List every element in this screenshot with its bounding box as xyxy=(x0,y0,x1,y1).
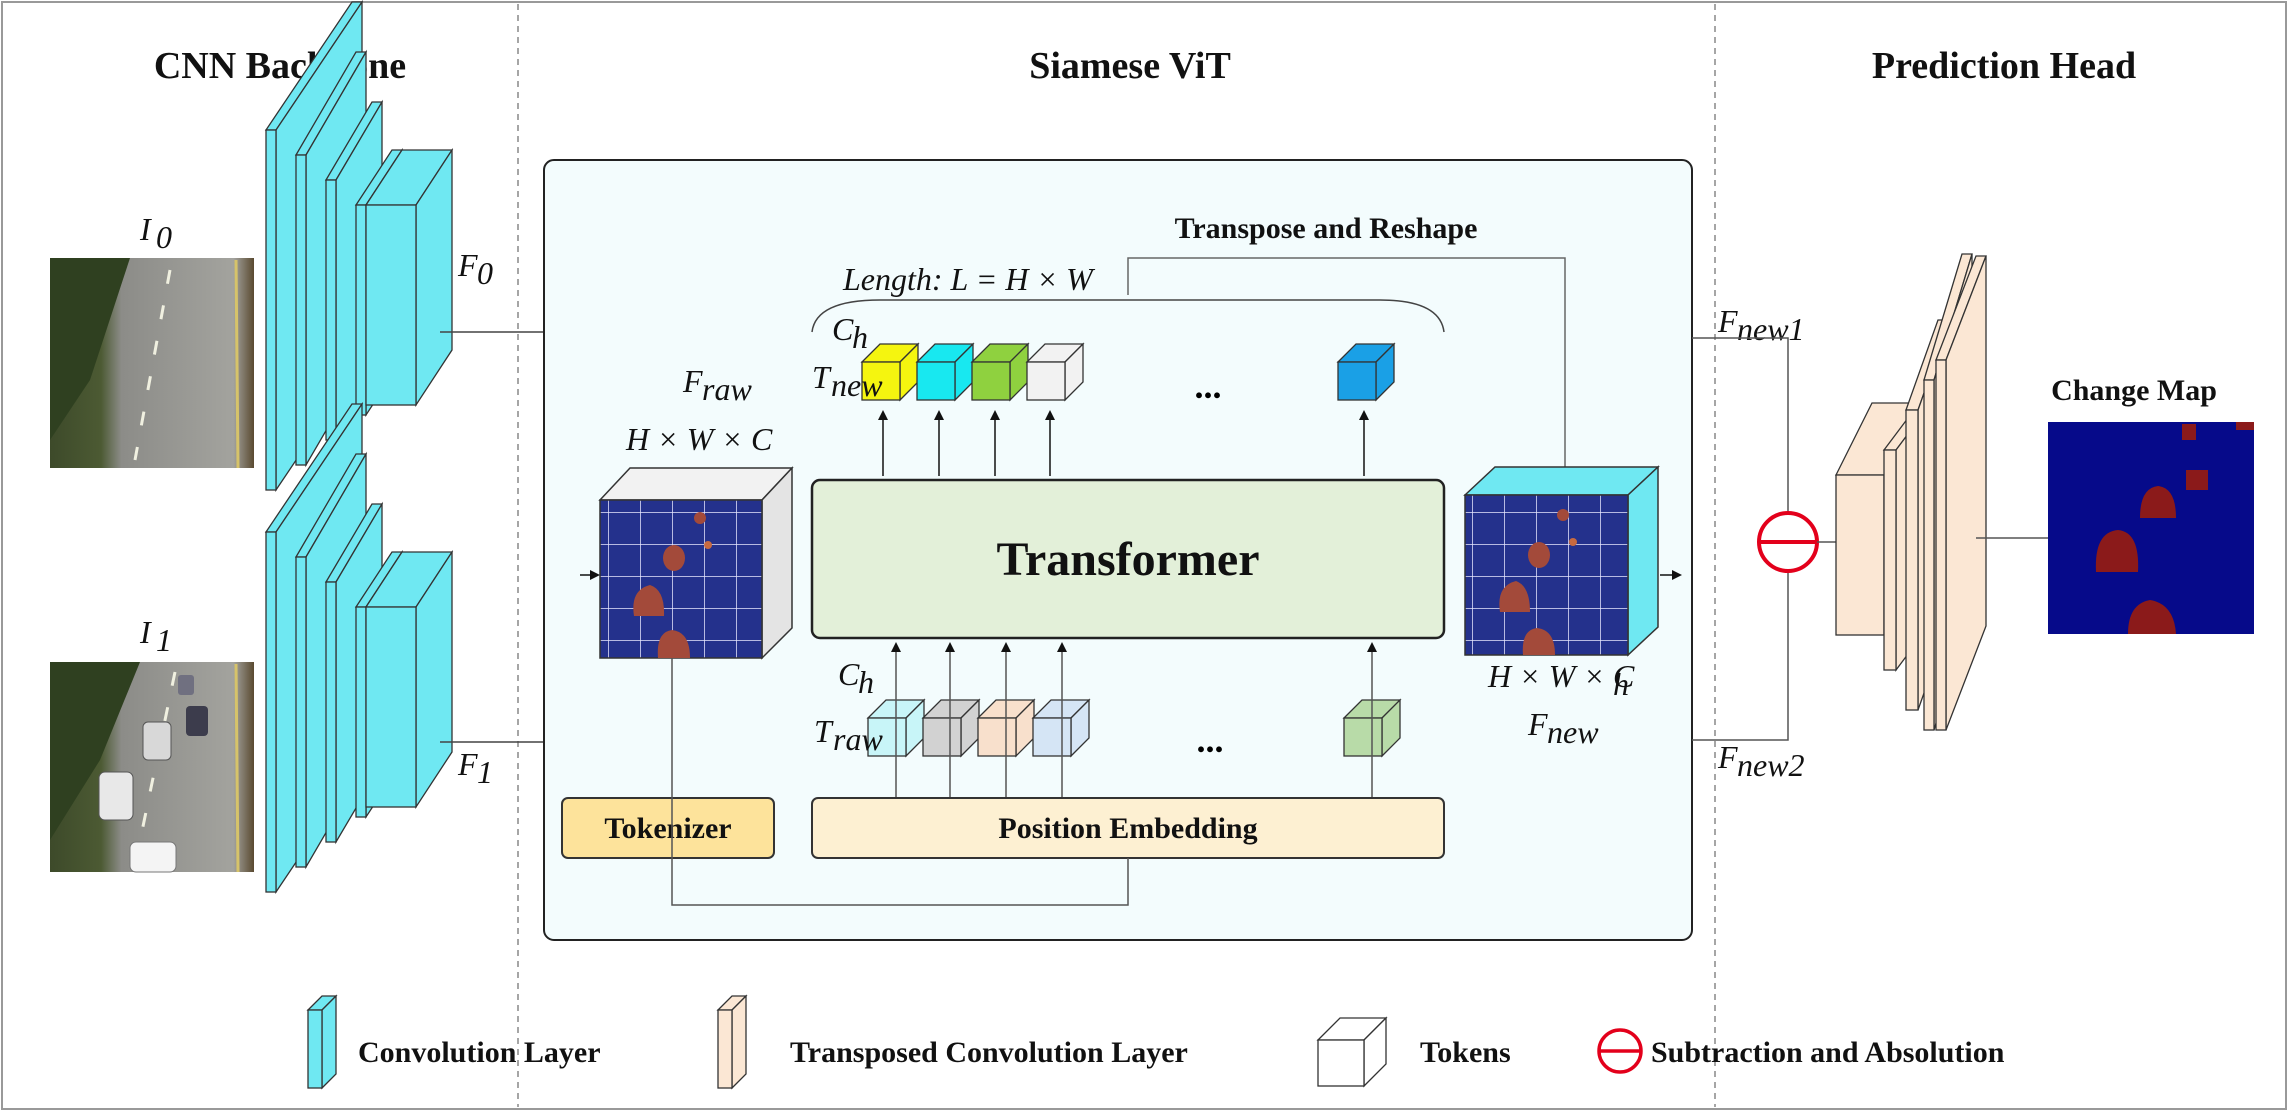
tokens-new xyxy=(860,342,1396,402)
t-new-sub: new xyxy=(831,367,883,403)
feature-cube-raw xyxy=(598,466,794,660)
section-title-vit: Siamese ViT xyxy=(1029,45,1231,87)
token-raw-2 xyxy=(921,698,981,758)
transpose-reshape-label: Transpose and Reshape xyxy=(1175,212,1478,245)
conv-stack-bottom xyxy=(264,401,454,895)
feature-f-new2-sub: new2 xyxy=(1737,747,1805,783)
legend-conv-label: Convolution Layer xyxy=(358,1036,601,1069)
transpose-reshape-line xyxy=(1127,257,1566,490)
connector-f-new2 xyxy=(1692,572,1789,741)
subtraction-icon xyxy=(1757,511,1819,573)
image1-label: I xyxy=(139,614,152,650)
token-raw-3 xyxy=(976,698,1036,758)
input-image-0 xyxy=(50,258,254,469)
change-map-label: Change Map xyxy=(2051,374,2217,407)
feature-f-new1-sub: new1 xyxy=(1737,311,1805,347)
section-title-head: Prediction Head xyxy=(1872,45,2136,87)
legend-transposed-label: Transposed Convolution Layer xyxy=(790,1036,1188,1069)
feature-f-new2: F xyxy=(1717,739,1738,775)
token-new-4 xyxy=(1025,342,1085,402)
token-raw-4 xyxy=(1031,698,1091,758)
legend-tokens-icon xyxy=(1316,1016,1388,1088)
transposed-conv-stack xyxy=(1834,253,1987,731)
connector-f-new1 xyxy=(1692,337,1789,512)
conv-stack-top xyxy=(264,0,454,493)
image1-sub: 1 xyxy=(156,622,172,658)
feature-cube-new xyxy=(1463,465,1660,657)
tokenizer-label: Tokenizer xyxy=(604,812,731,845)
feature-f0-sub: 0 xyxy=(477,255,493,291)
position-embedding-label: Position Embedding xyxy=(998,812,1257,845)
t-new-label: T xyxy=(812,359,832,395)
legend-subtraction-icon xyxy=(1597,1028,1643,1074)
dims-new-label: H × W × C xyxy=(1487,658,1635,694)
tokens-new-ellipsis: ... xyxy=(1195,366,1222,406)
token-new-3 xyxy=(970,342,1030,402)
feature-f1: F xyxy=(457,746,478,782)
t-raw-label: T xyxy=(814,713,834,749)
deconv-layer-5 xyxy=(1935,255,1987,731)
transformer-output-arrows xyxy=(878,410,1369,476)
section-title-cnn: CNN Backbone xyxy=(154,45,406,87)
legend-tokens-label: Tokens xyxy=(1420,1036,1511,1069)
ch-top-sub: h xyxy=(852,319,868,355)
feature-f-new: F xyxy=(1527,706,1548,742)
token-raw-last xyxy=(1342,698,1402,758)
transformer-input-arrows xyxy=(891,642,1377,798)
tokenizer-block xyxy=(561,797,775,859)
feature-f-new1: F xyxy=(1717,303,1738,339)
feature-f-raw-sub: raw xyxy=(702,371,752,407)
token-new-last xyxy=(1336,342,1396,402)
t-raw-sub: raw xyxy=(833,721,883,757)
image0-sub: 0 xyxy=(156,219,172,255)
feature-f1-sub: 1 xyxy=(477,754,493,790)
tokens-raw-ellipsis: ... xyxy=(1197,720,1224,760)
length-label: Length: L = H × W xyxy=(842,261,1096,297)
ch-bottom-label: C xyxy=(838,656,860,692)
feature-f-new-sub: new xyxy=(1547,714,1599,750)
ch-bottom-sub: h xyxy=(858,664,874,700)
token-new-1 xyxy=(860,342,920,402)
transformer-block xyxy=(810,478,1446,640)
ch-top-label: C xyxy=(832,311,854,347)
transformer-label: Transformer xyxy=(996,533,1259,586)
dims-raw-label: H × W × C xyxy=(625,421,773,457)
legend-conv-icon xyxy=(306,994,338,1090)
conv-layer-5 xyxy=(364,147,454,408)
tokenizer-loop-line xyxy=(671,658,1129,906)
input-image-1 xyxy=(50,662,254,873)
dims-new-sub: h xyxy=(1613,666,1629,702)
change-map-image xyxy=(2048,422,2254,634)
feature-f-raw: F xyxy=(682,363,703,399)
image0-label: I xyxy=(139,211,152,247)
legend-transposed-icon xyxy=(716,994,748,1090)
legend-subtraction-label: Subtraction and Absolution xyxy=(1651,1036,2005,1069)
length-brace xyxy=(811,299,1445,333)
conv-layer-5 xyxy=(364,549,454,810)
token-new-2 xyxy=(915,342,975,402)
feature-f0: F xyxy=(457,247,478,283)
